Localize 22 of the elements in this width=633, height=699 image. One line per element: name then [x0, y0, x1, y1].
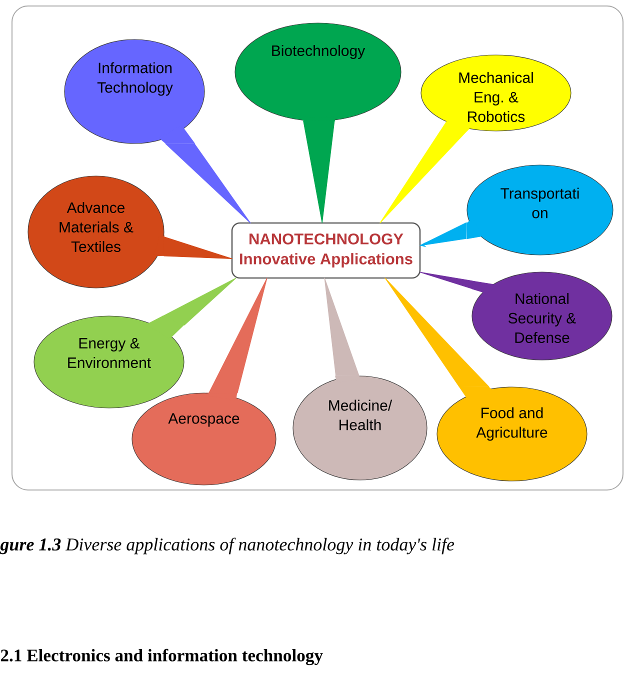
- callout-pointer: [384, 278, 490, 388]
- callout-pointer: [380, 130, 468, 224]
- callout-pointer: [208, 278, 268, 394]
- center-box: NANOTECHNOLOGY Innovative Applications: [231, 222, 421, 279]
- speech-bubble: Advance Materials & Textiles: [28, 176, 164, 288]
- speech-bubble: Information Technology: [64, 39, 205, 144]
- section-heading: 2.1 Electronics and information technology: [0, 648, 323, 666]
- callout-pointer: [163, 236, 232, 260]
- speech-bubble: Mechanical Eng. & Robotics: [420, 54, 572, 132]
- callout-pointer: [420, 222, 467, 248]
- callout-pointer: [165, 143, 251, 224]
- speech-bubble: Biotechnology: [234, 22, 402, 122]
- speech-bubble: Aerospace: [132, 392, 276, 486]
- figure-caption: gure 1.3 Diverse applications of nanotechnology in today's life: [0, 538, 454, 554]
- speech-bubble: National Security & Defense: [472, 272, 612, 360]
- speech-bubble: Transportati on: [466, 164, 614, 256]
- callout-pointer: [324, 278, 360, 376]
- callout-pointer: [303, 120, 335, 224]
- callout-pointer: [420, 272, 473, 290]
- speech-bubble: Food and Agriculture: [436, 386, 588, 482]
- callout-pointer: [162, 278, 236, 326]
- speech-bubble: Medicine/ Health: [292, 376, 428, 480]
